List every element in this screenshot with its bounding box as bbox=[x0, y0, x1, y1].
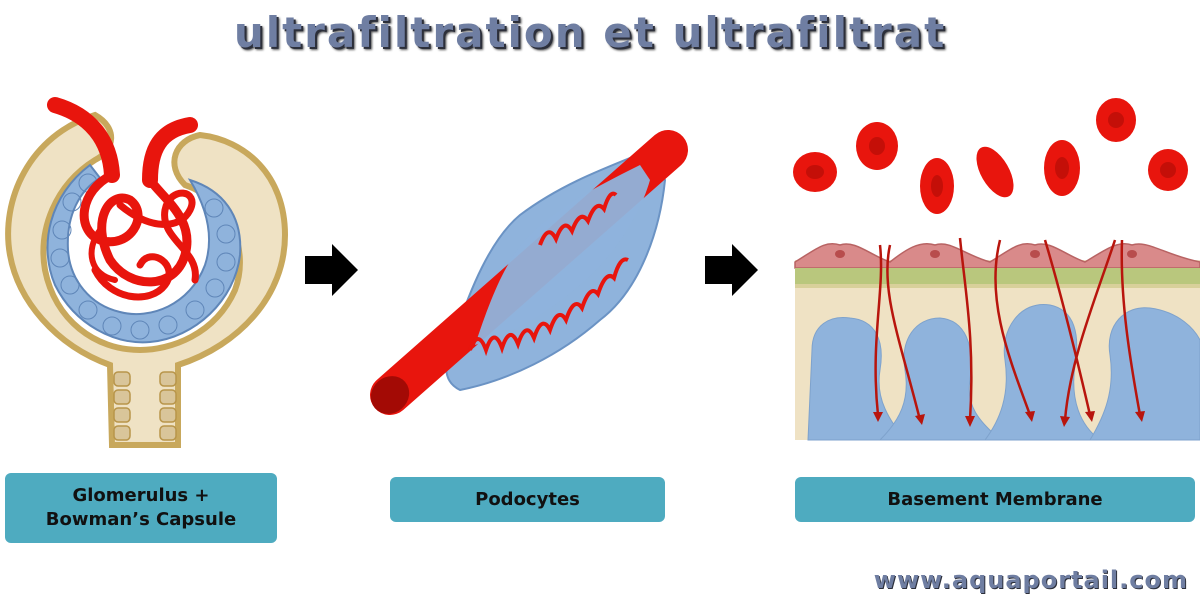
basement-membrane-section bbox=[794, 237, 1200, 441]
label-podocytes: Podocytes bbox=[390, 477, 665, 522]
label-line: Glomerulus + bbox=[72, 485, 210, 506]
arrow-right-icon bbox=[305, 244, 358, 296]
watermark: www.aquaportail.com bbox=[873, 566, 1188, 594]
podocyte-wrapped-capillary bbox=[370, 130, 688, 415]
glomerulus-capillaries bbox=[47, 97, 199, 301]
label-line: Bowman’s Capsule bbox=[45, 509, 237, 530]
label-basement-membrane: Basement Membrane bbox=[795, 477, 1195, 522]
label-glomerulus-bowmans-capsule: Glomerulus + Bowman’s Capsule bbox=[5, 473, 277, 543]
page-title: ultrafiltration et ultrafiltrat bbox=[233, 8, 947, 57]
arrow-right-icon bbox=[705, 244, 758, 296]
red-blood-cells bbox=[793, 98, 1188, 214]
epithelium-layer bbox=[46, 163, 242, 344]
label-text: Basement Membrane bbox=[887, 488, 1103, 510]
label-text: Podocytes bbox=[475, 488, 580, 510]
